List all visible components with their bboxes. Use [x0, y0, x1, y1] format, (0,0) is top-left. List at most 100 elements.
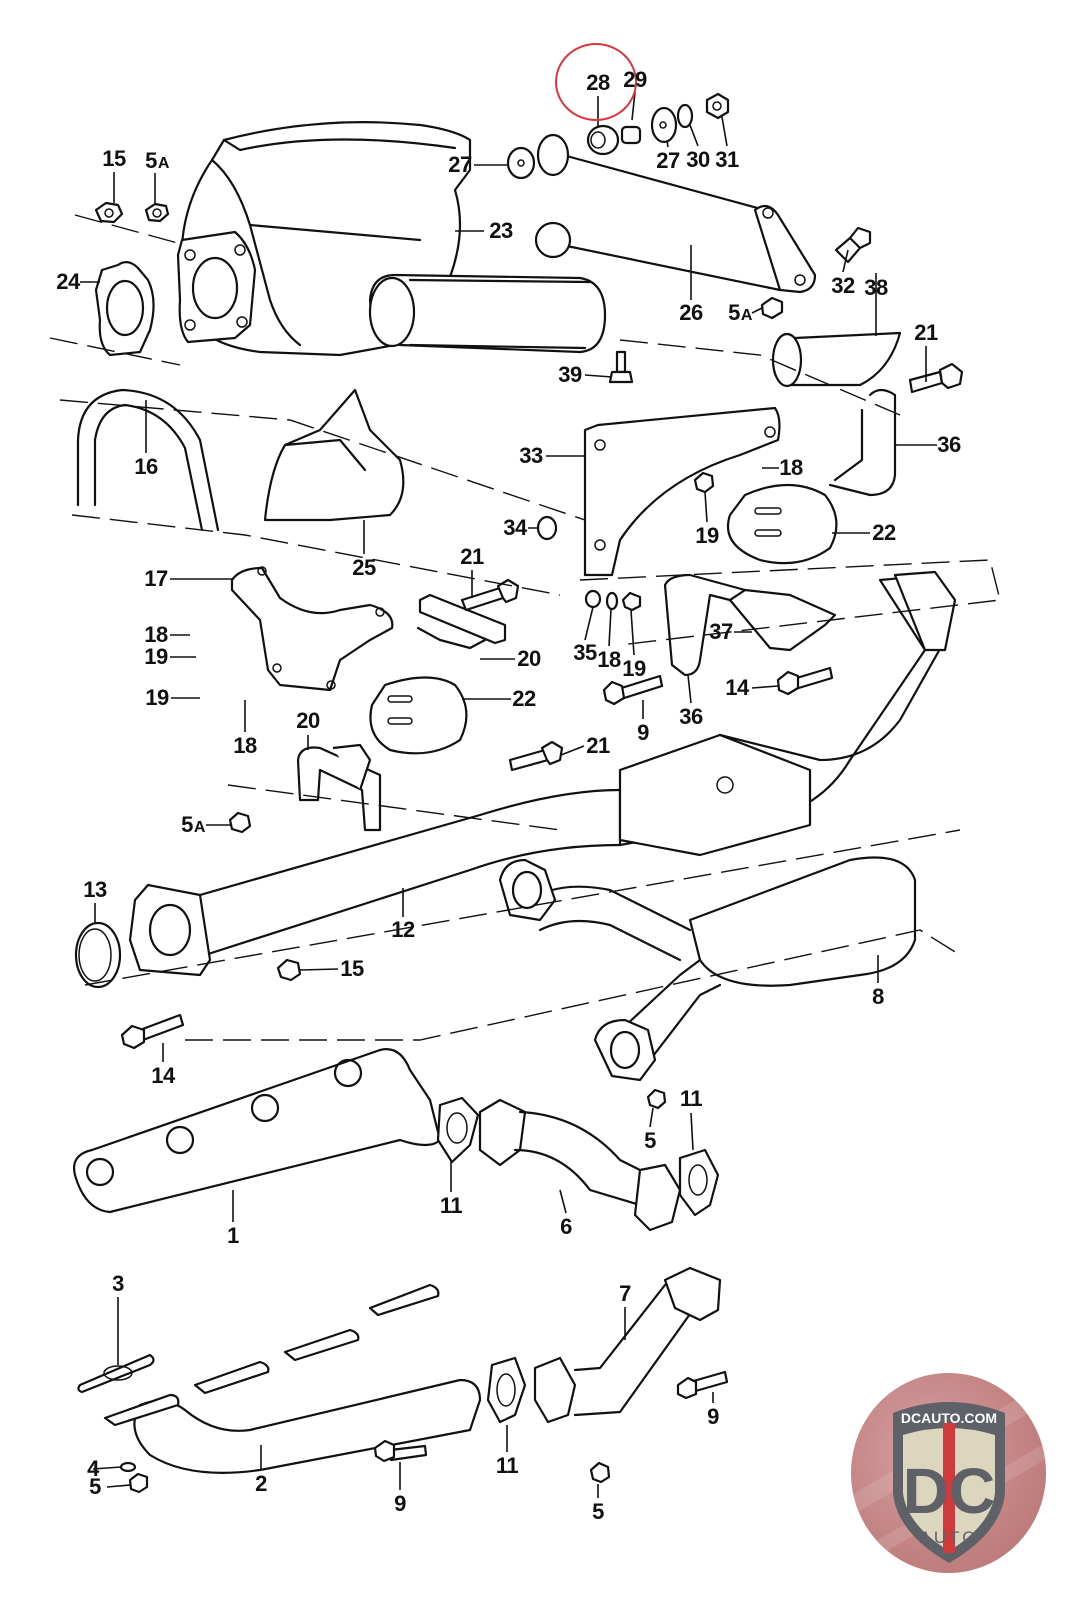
washer-35-set: [584, 589, 642, 612]
nut-15-top: [94, 201, 170, 224]
callout-label-34: 34: [503, 515, 527, 540]
callout-label-20a: 20: [517, 646, 541, 671]
callout-label-33: 33: [519, 443, 543, 468]
bolt-9-upper: [602, 674, 664, 706]
rear-muffler-23: [176, 121, 607, 357]
nut-15-lower: [276, 958, 302, 982]
bracket-36-bottom: [663, 573, 747, 677]
pipe-12: [128, 788, 622, 977]
nut-5A-lower: [228, 811, 252, 834]
callout-label-19d: 19: [622, 656, 646, 681]
callout-label-35: 35: [573, 640, 597, 665]
bolt-14-lower: [120, 1013, 185, 1050]
callout-label-17: 17: [144, 566, 168, 591]
callout-label-18d: 18: [597, 647, 621, 672]
gasket-11-lower: [486, 1356, 527, 1424]
gasket-11-right: [678, 1148, 720, 1217]
callout-label-39: 39: [558, 362, 582, 387]
callout-label-27a: 27: [656, 148, 680, 173]
gasket-3: [77, 1353, 155, 1394]
lockwasher-30: [676, 103, 694, 129]
callout-label-36a: 36: [937, 432, 961, 457]
callout-label-1: 1: [227, 1223, 239, 1248]
callout-label-18a: 18: [779, 455, 803, 480]
bushing-28: [586, 124, 620, 156]
callout-label-6: 6: [560, 1214, 572, 1239]
bolt-21-top: [908, 362, 964, 394]
exhaust-tip-38: [771, 331, 902, 388]
logo-main-text: DC: [903, 1455, 995, 1527]
callout-label-19c: 19: [145, 685, 169, 710]
callout-label-18c: 18: [233, 733, 257, 758]
callout-label-2: 2: [255, 1471, 267, 1496]
rubber-mount-22-top: [726, 483, 838, 565]
front-pipe-7: [533, 1266, 722, 1424]
callout-label-8: 8: [872, 984, 884, 1009]
callout-label-26: 26: [679, 300, 703, 325]
bracket-26: [534, 133, 817, 294]
bolts-9-lower: [373, 1370, 729, 1463]
callout-label-30: 30: [686, 147, 710, 172]
callout-label-11a: 11: [679, 1086, 703, 1111]
seal-ring-13: [74, 921, 122, 989]
callout-label-29: 29: [623, 67, 647, 92]
gasket-11-mid: [436, 1096, 480, 1164]
callout-label-13: 13: [83, 877, 107, 902]
callout-label-11b: 11: [439, 1193, 463, 1218]
callout-label-5A-b: 5A: [728, 300, 752, 325]
callout-label-14a: 14: [725, 675, 749, 700]
callout-label-24: 24: [56, 269, 80, 294]
callout-label-19a: 19: [695, 523, 719, 548]
callout-label-9c: 9: [394, 1491, 406, 1516]
exhaust-manifold-2: [103, 1283, 482, 1474]
callout-label-23: 23: [489, 218, 513, 243]
callout-label-32: 32: [831, 273, 855, 298]
callout-label-37: 37: [709, 619, 733, 644]
bolt-14-upper: [776, 666, 834, 696]
bracket-36-top: [828, 388, 897, 497]
callout-label-5b: 5: [89, 1474, 101, 1499]
highlight-circle-part-28: [555, 43, 637, 121]
front-pipe-6: [478, 1098, 682, 1232]
callout-label-38: 38: [864, 275, 888, 300]
callout-label-28: 28: [586, 70, 610, 95]
washer-34: [536, 515, 558, 541]
callout-label-5A-c: 5A: [181, 812, 205, 837]
spacer-29: [620, 125, 642, 145]
callout-label-9b: 9: [707, 1404, 719, 1429]
bracket-37: [728, 588, 837, 652]
shield-stripe: [943, 1423, 955, 1553]
bracket-33: [583, 406, 781, 577]
bolt-32: [834, 226, 872, 264]
exhaust-manifold-1: [73, 1048, 442, 1214]
callout-label-15b: 15: [340, 956, 364, 981]
bolt-39: [608, 350, 634, 384]
leader-lines: [80, 91, 937, 1498]
callout-label-11c: 11: [495, 1453, 519, 1478]
small-nuts-lower: [119, 1461, 611, 1494]
callout-label-5c: 5: [592, 1499, 604, 1524]
callout-label-5A-a: 5A: [145, 148, 169, 173]
shield-emblem: DC AUTO DCAUTO.COM: [893, 1402, 1005, 1563]
clamp-20-bottom: [296, 743, 382, 832]
callout-label-16: 16: [134, 454, 158, 479]
callout-label-5a: 5: [644, 1128, 656, 1153]
dcauto-logo: DC AUTO DCAUTO.COM: [851, 1373, 1046, 1573]
callout-label-7: 7: [619, 1281, 631, 1306]
callout-label-12: 12: [391, 917, 415, 942]
bolt-21-lower: [508, 740, 564, 772]
callout-label-4: 4: [87, 1456, 99, 1481]
front-muffler-8: [498, 856, 917, 1082]
nut-5A-right: [760, 296, 784, 320]
callout-label-36b: 36: [679, 704, 703, 729]
callout-label-15a: 15: [102, 146, 126, 171]
washer-27-right: [650, 106, 678, 144]
callout-label-21c: 21: [586, 733, 610, 758]
catalytic-converter-pipe: [618, 570, 957, 857]
callout-label-21a: 21: [914, 320, 938, 345]
washer-27-left: [506, 146, 536, 180]
heat-shield-25: [263, 388, 405, 522]
callout-label-31: 31: [715, 147, 739, 172]
nut-5-mid: [646, 1088, 667, 1110]
callout-label-20b: 20: [296, 708, 320, 733]
